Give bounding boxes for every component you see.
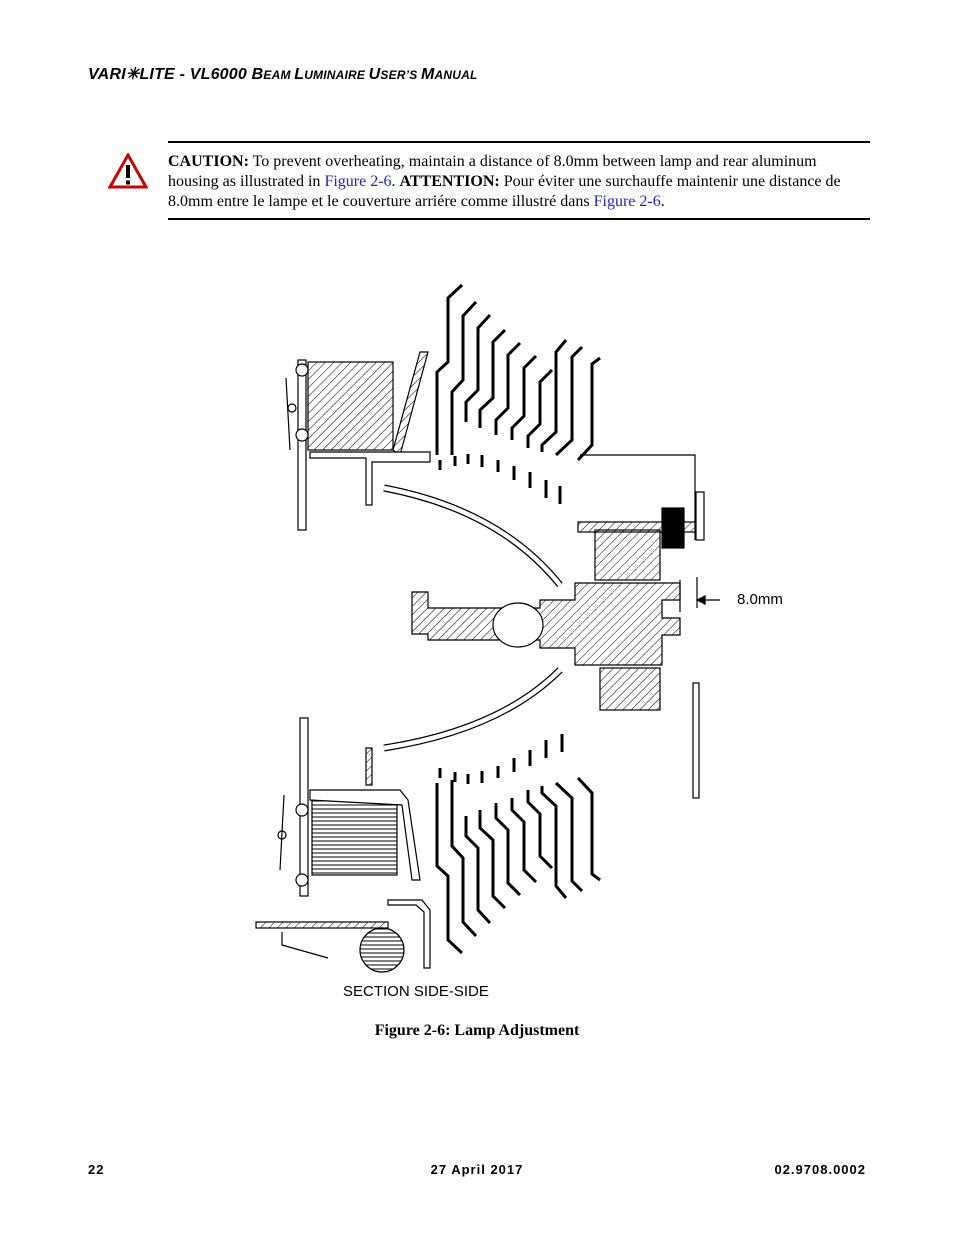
dimension-label: 8.0mm — [737, 591, 783, 608]
caution-box: CAUTION: To prevent overheating, maintai… — [168, 141, 870, 220]
figure-link[interactable]: Figure 2-6 — [324, 173, 392, 190]
footer-date: 27 April 2017 — [430, 1162, 524, 1177]
warning-icon — [108, 153, 148, 189]
running-header: VARI✳LITE - VL6000 BEAM LUMINAIRE USER’S… — [88, 66, 478, 83]
figure-caption: Figure 2-6: Lamp Adjustment — [374, 1022, 580, 1039]
page-number: 22 — [88, 1162, 105, 1177]
figure-link[interactable]: Figure 2-6 — [593, 193, 661, 210]
lamp-section-diagram — [255, 283, 720, 973]
doc-number: 02.9708.0002 — [774, 1162, 866, 1177]
section-label: SECTION SIDE-SIDE — [343, 983, 489, 1000]
